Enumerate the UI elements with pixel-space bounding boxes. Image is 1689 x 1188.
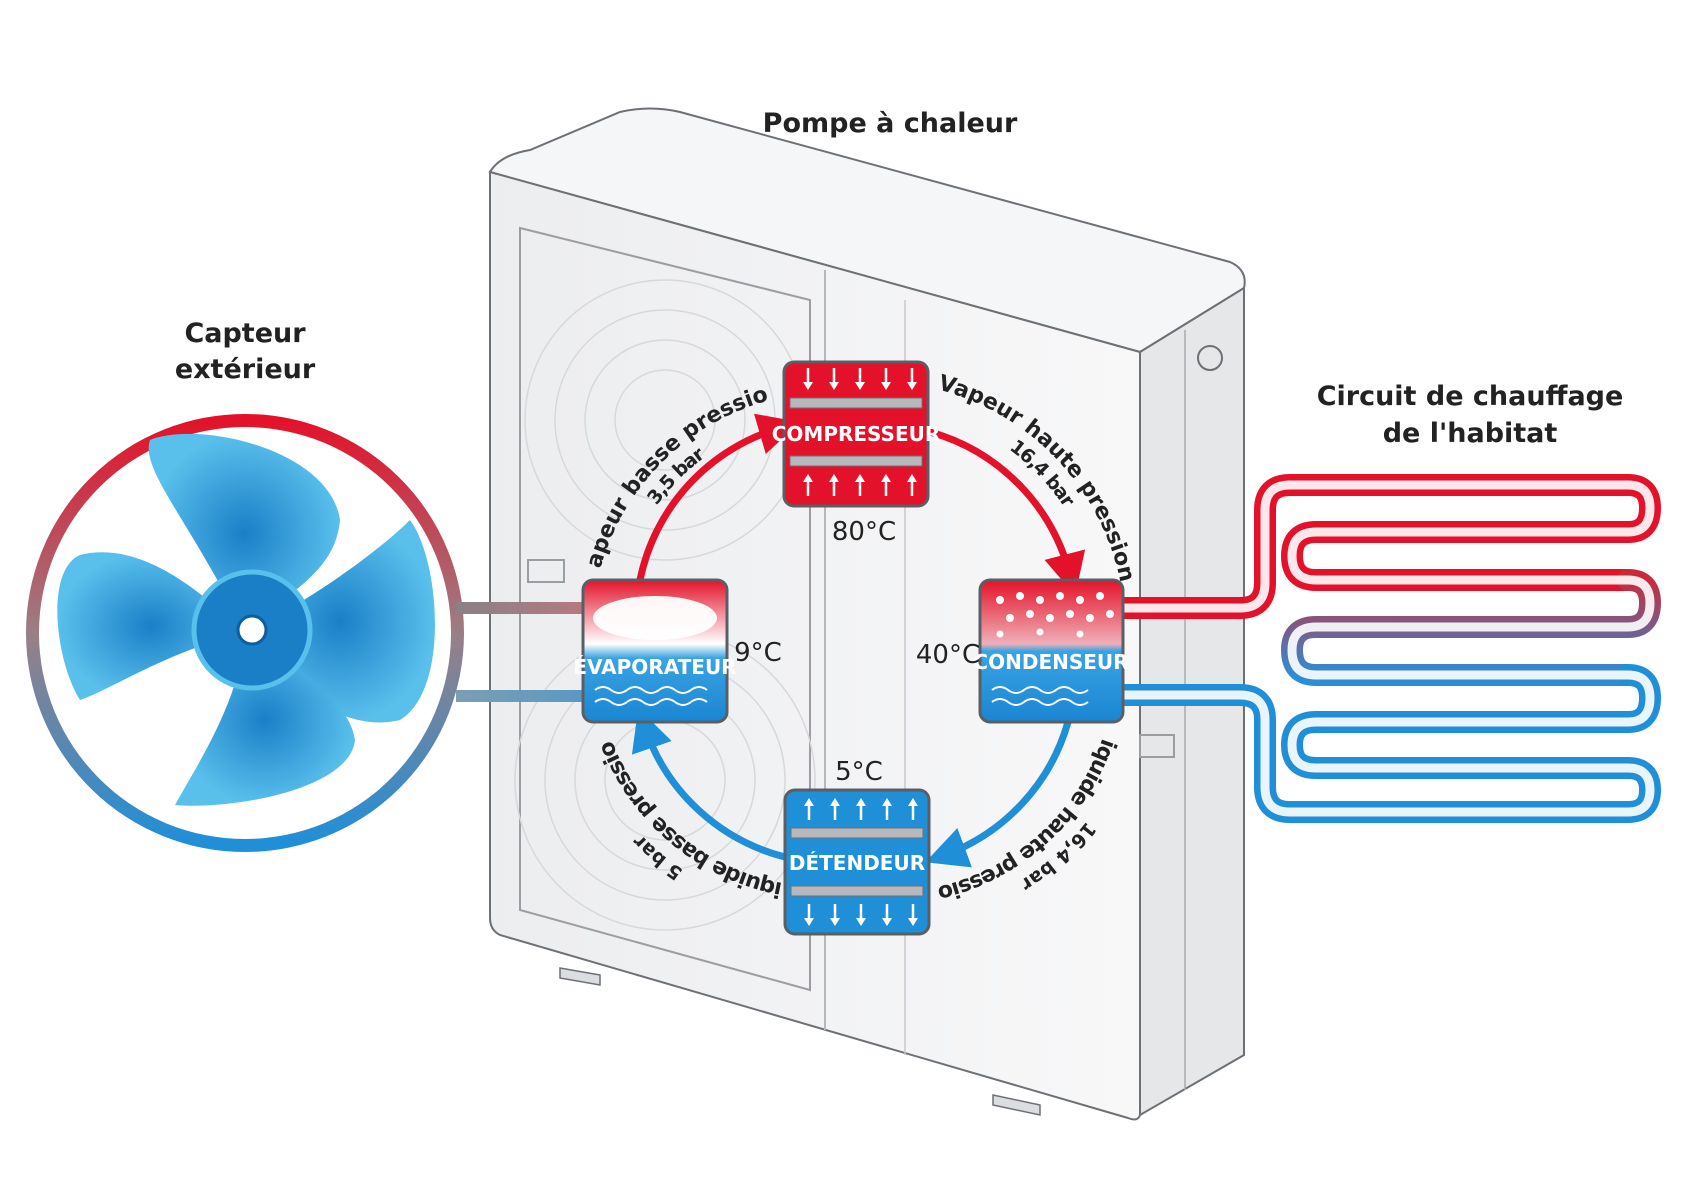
fan-icon: [57, 433, 435, 806]
fan-hub: [236, 614, 268, 646]
expansion-valve-box: DÉTENDEUR: [783, 788, 931, 936]
pipe-collector-top: [456, 602, 586, 614]
compressor-temp: 80°C: [832, 517, 896, 547]
unit-top: [488, 107, 1246, 354]
condenser-box: CONDENSEUR: [973, 578, 1129, 724]
unit-foot-left: [559, 967, 601, 986]
unit-handle-right: [1139, 734, 1175, 758]
evaporator-cloud: [593, 596, 717, 640]
arc-liquid-low: [631, 708, 786, 861]
arc-liquid-high: [925, 721, 1072, 868]
outdoor-title-line1: Capteur: [184, 318, 306, 349]
evaporator-label: ÉVAPORATEUR: [573, 655, 736, 679]
evaporator-box: ÉVAPORATEUR: [573, 578, 737, 724]
wave-icon: [594, 686, 708, 706]
unit-front: [489, 170, 1141, 1121]
outdoor-collector: [26, 414, 464, 852]
heating-title-line1: Circuit de chauffage: [1317, 381, 1624, 412]
heating-circuit-coil: [1111, 474, 1661, 823]
droplet-icon: [996, 592, 1114, 638]
pipe-collector-bottom: [456, 690, 586, 702]
condenser-label: CONDENSEUR: [973, 650, 1128, 674]
wave-icon: [991, 686, 1089, 706]
heating-title-line2: de l'habitat: [1383, 418, 1558, 449]
unit-gauge-icon: [1197, 345, 1223, 371]
arc-vapor-high: [929, 428, 1086, 596]
expansion-temp: 5°C: [835, 757, 883, 787]
outdoor-title-line2: extérieur: [175, 354, 316, 385]
unit-foot-right: [992, 1094, 1041, 1116]
expansion-label: DÉTENDEUR: [789, 851, 925, 875]
heat-pump-unit: [488, 107, 1246, 1121]
evaporator-temp: 9°C: [734, 638, 782, 668]
unit-panel-grille: [519, 226, 811, 992]
arc-vapor-low: [636, 413, 801, 581]
condenser-temp: 40°C: [916, 640, 980, 670]
refrigerant-cycle: [631, 413, 1086, 868]
pump-title: Pompe à chaleur: [763, 108, 1018, 139]
compressor-box: COMPRESSEUR: [772, 360, 941, 508]
collector-loop-outer: [26, 414, 464, 852]
unit-handle-left: [527, 559, 565, 583]
compressor-label: COMPRESSEUR: [772, 422, 941, 446]
